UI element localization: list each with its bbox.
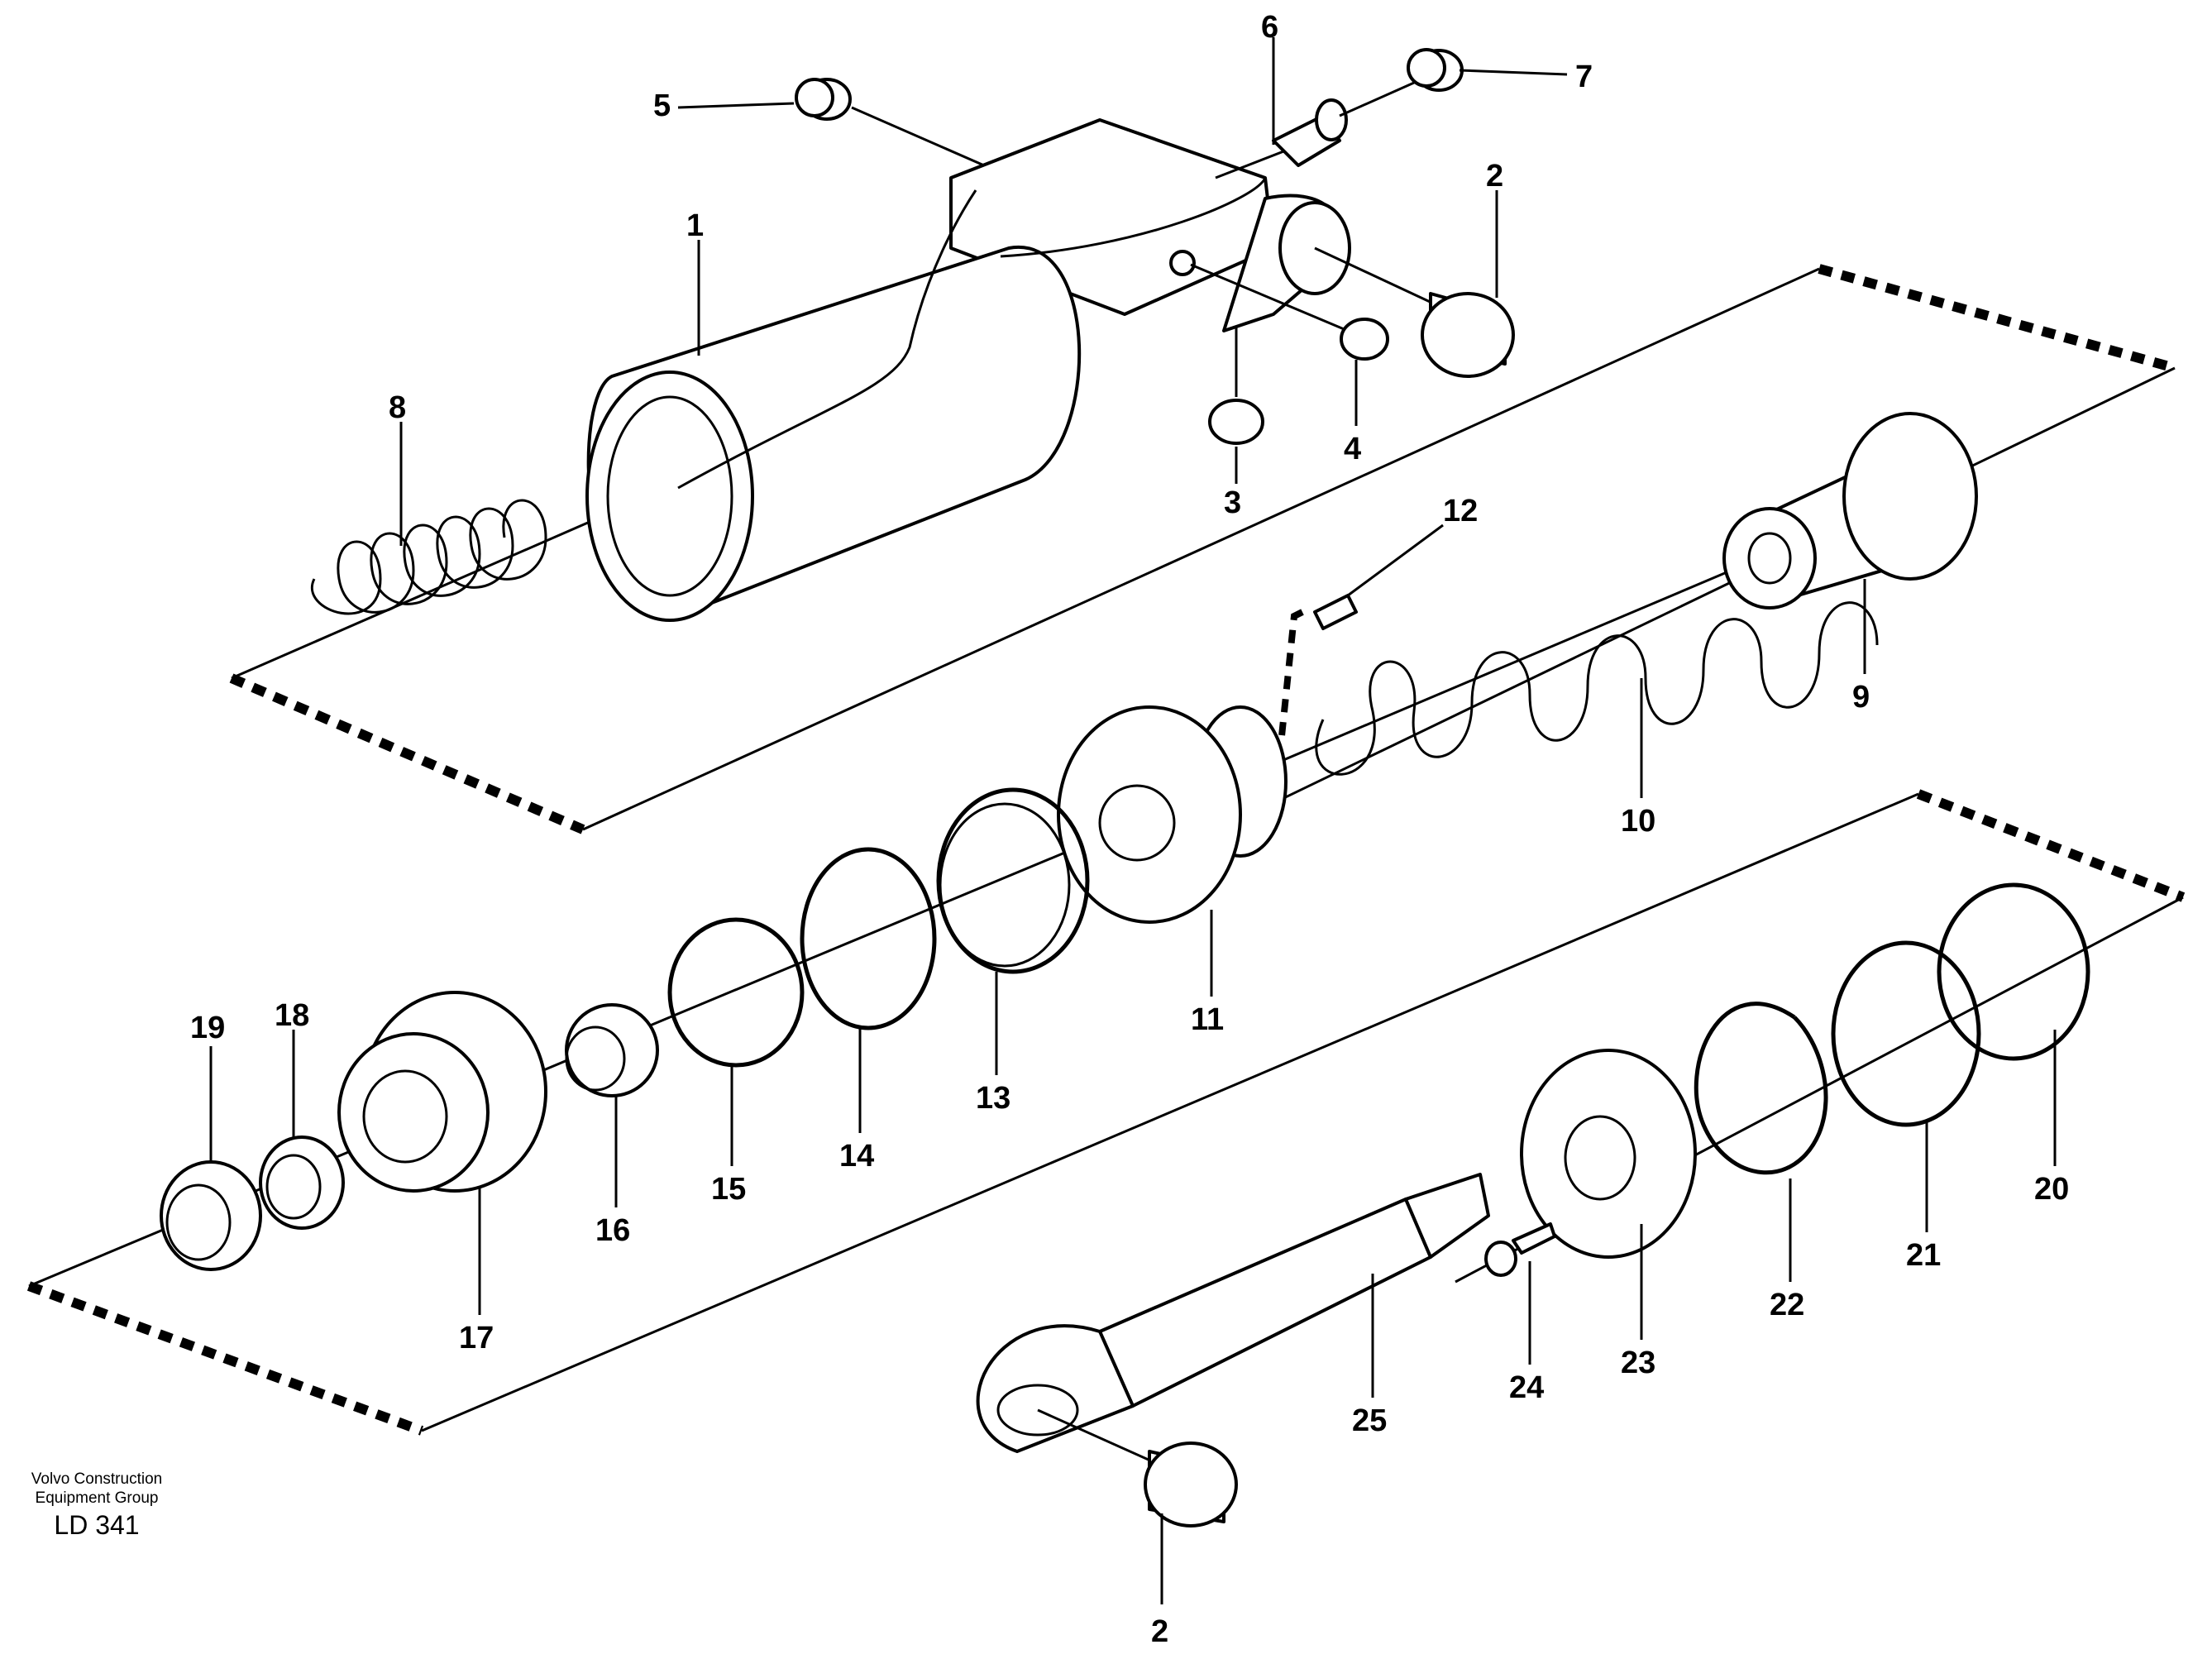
callout-20: 20 <box>2034 1172 2069 1207</box>
ring-21 <box>1831 940 1981 1127</box>
callout-7: 7 <box>1575 60 1593 94</box>
company-name-line1: Volvo Construction <box>31 1470 163 1488</box>
callout-23: 23 <box>1621 1346 1655 1380</box>
ring-13 <box>936 787 1090 974</box>
bolt-24 <box>1484 1222 1556 1277</box>
piston-rod-25 <box>976 1173 1490 1453</box>
callout-24: 24 <box>1509 1370 1544 1405</box>
bushing-16 <box>565 1003 659 1097</box>
drawing-code: LD 341 <box>54 1510 140 1540</box>
callout-6: 6 <box>1261 10 1278 45</box>
callout-25: 25 <box>1352 1403 1387 1438</box>
ring-15 <box>667 917 805 1068</box>
spring-8 <box>311 499 547 615</box>
callout-16: 16 <box>595 1213 630 1248</box>
callout-2-upper: 2 <box>1486 159 1503 194</box>
callout-5: 5 <box>653 88 671 123</box>
cylinder-head-17 <box>337 991 547 1193</box>
valve-6 <box>1215 98 1348 179</box>
callout-15: 15 <box>711 1172 746 1207</box>
callout-13: 13 <box>976 1081 1010 1116</box>
sleeve-9 <box>1722 412 1978 610</box>
cylinder-tube-part <box>585 118 1351 622</box>
plug-5 <box>795 78 985 167</box>
plug-4 <box>1190 263 1389 361</box>
company-name-line2: Equipment Group <box>35 1489 159 1507</box>
callout-22: 22 <box>1770 1288 1804 1322</box>
callout-10: 10 <box>1621 804 1655 839</box>
callout-9: 9 <box>1852 680 1870 715</box>
callout-1: 1 <box>686 208 704 243</box>
ring-14 <box>800 847 937 1030</box>
callout-17: 17 <box>459 1321 494 1355</box>
bushing-2-lower <box>1037 1408 1238 1528</box>
wiper-19 <box>160 1160 262 1271</box>
snap-ring-22 <box>1694 1002 1828 1175</box>
plug-3 <box>1208 327 1264 445</box>
callout-3: 3 <box>1224 485 1241 520</box>
spring-10 <box>1315 601 1879 776</box>
callout-21: 21 <box>1906 1238 1941 1273</box>
flange-23 <box>1520 1049 1697 1259</box>
callout-numbers: 1 2 3 4 5 6 7 8 9 10 11 12 13 14 15 16 1… <box>190 10 2069 1649</box>
bushing-2-upper <box>1314 246 1515 378</box>
plug-7 <box>1339 48 1464 117</box>
callout-2-lower: 2 <box>1151 1614 1168 1649</box>
assembly-boundaries <box>26 264 2186 1436</box>
ring-20 <box>1937 882 2090 1061</box>
callout-14: 14 <box>839 1139 874 1174</box>
screw-12 <box>1256 594 1358 743</box>
callout-4: 4 <box>1344 432 1361 466</box>
callout-leaders <box>209 37 2057 1604</box>
bushing-18 <box>259 1135 345 1230</box>
piston-11 <box>1057 705 1288 924</box>
callout-18: 18 <box>275 998 309 1033</box>
callout-12: 12 <box>1443 494 1478 528</box>
callout-8: 8 <box>389 390 406 425</box>
callout-19: 19 <box>190 1011 225 1045</box>
callout-11: 11 <box>1191 1002 1224 1037</box>
